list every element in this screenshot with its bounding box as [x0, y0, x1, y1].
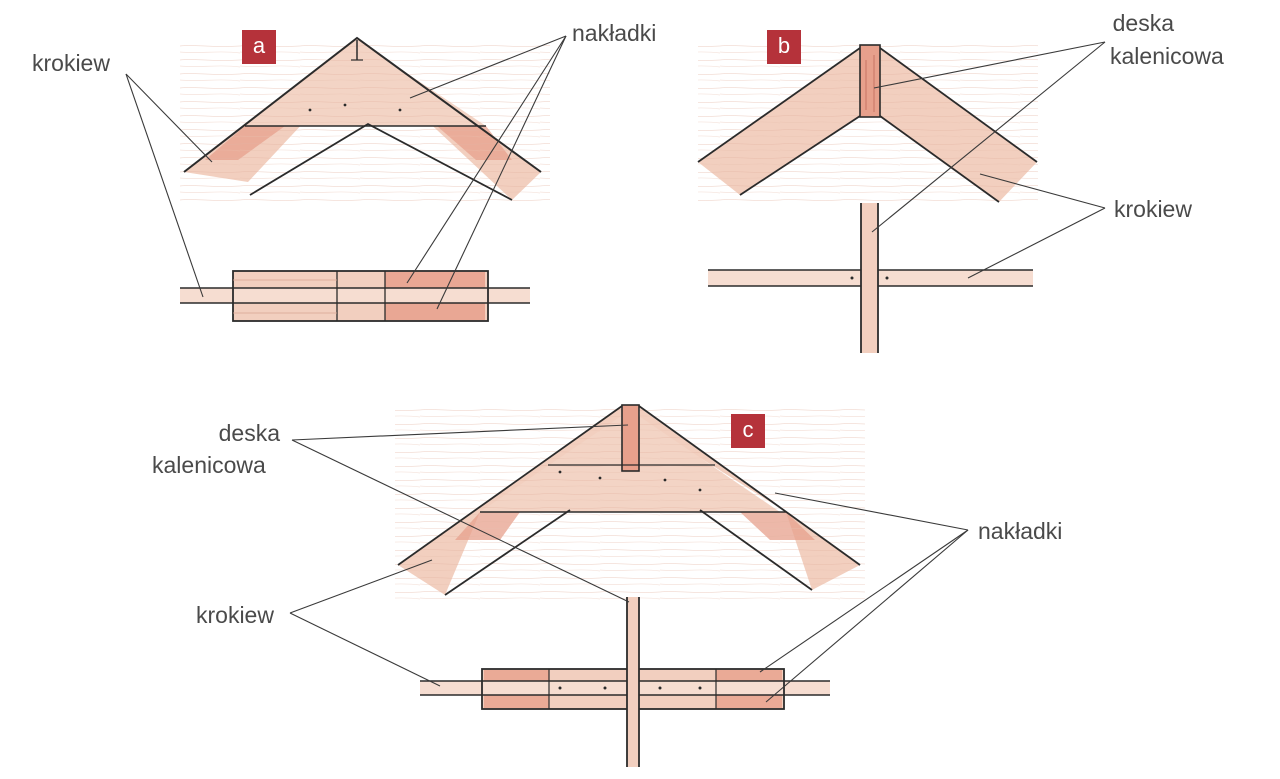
panel-c [289, 404, 969, 767]
panel-a [125, 35, 567, 322]
panel-a-leaders [125, 35, 567, 310]
panel-c-label-plates: nakładki [978, 518, 1063, 544]
panel-b-elevation [697, 44, 1038, 205]
panel-a-outline-inner [249, 122, 513, 201]
panel-a-elevation [180, 36, 550, 205]
panel-b [697, 41, 1106, 353]
panel-c-label-ridge-board-2: kalenicowa [152, 452, 266, 478]
panel-c-elevation [395, 404, 865, 600]
panel-c-ridge-board [621, 404, 640, 472]
panel-c-plan-ridge-board [627, 597, 639, 767]
panel-b-leaders [871, 41, 1106, 279]
panel-b-label-ridge-board-1: deska [1112, 10, 1174, 36]
panel-b-badge: b [767, 30, 801, 64]
panel-b-label-ridge-board-2: kalenicowa [1110, 43, 1224, 69]
panel-a-badge: a [242, 30, 276, 64]
panel-c-plan [420, 597, 830, 767]
panel-b-label-rafter: krokiew [1114, 196, 1192, 222]
panel-a-outline-top [183, 36, 542, 173]
panel-a-plan [180, 270, 530, 322]
panel-c-badge: c [731, 414, 765, 448]
panel-b-plan [708, 203, 1033, 353]
panel-b-ridge-board [859, 44, 881, 118]
panel-a-label-rafter: krokiew [32, 50, 110, 76]
panel-a-label-plates: nakładki [572, 20, 657, 46]
panel-c-leaders [289, 424, 969, 703]
panel-c-label-ridge-board-1: deska [218, 420, 280, 446]
panel-c-label-rafter: krokiew [196, 602, 274, 628]
panel-b-plan-ridge-board [861, 203, 878, 353]
